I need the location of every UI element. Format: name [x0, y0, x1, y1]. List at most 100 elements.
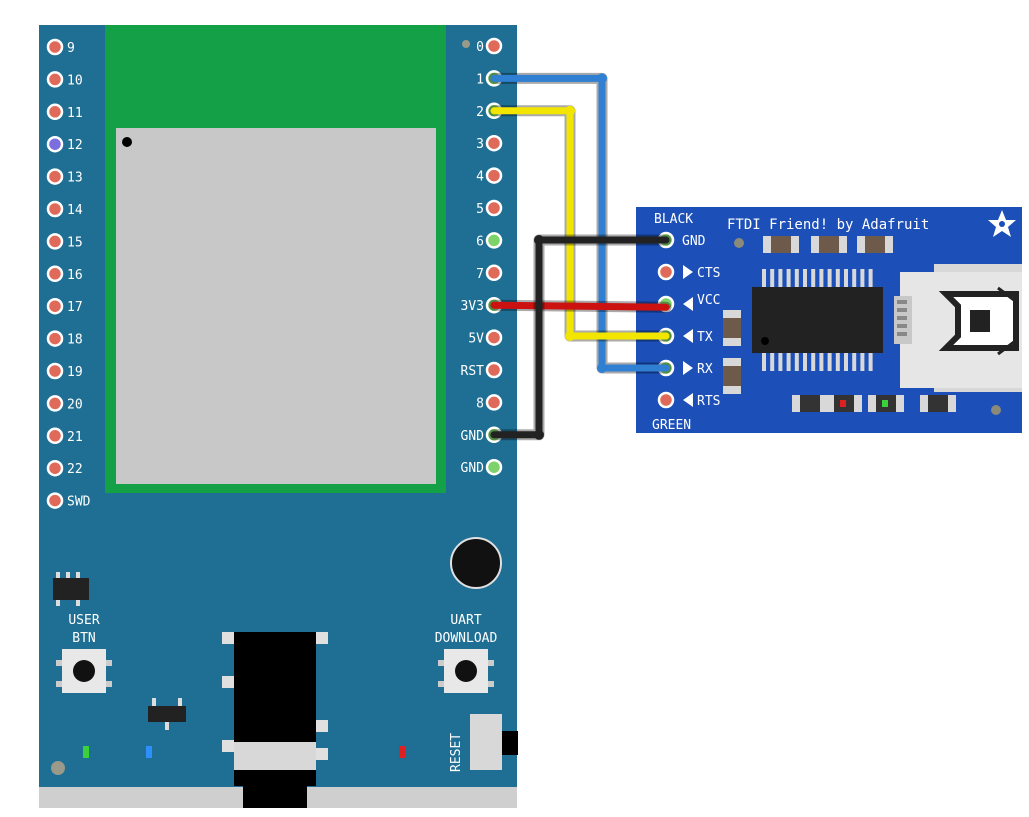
- pin-label: GND: [461, 461, 485, 476]
- pin-left-swd[interactable]: SWD: [46, 492, 91, 510]
- pin-right-8-11[interactable]: 8: [476, 394, 503, 411]
- pin-label: 0: [476, 40, 484, 55]
- pin-right-6-6[interactable]: 6: [476, 232, 503, 249]
- pin-left-10[interactable]: 10: [46, 71, 83, 88]
- mounting-hole: [51, 761, 65, 775]
- pin-label: 22: [67, 462, 83, 477]
- uart-label-line2: DOWNLOAD: [435, 631, 498, 646]
- ftdi-bottom-components: [792, 395, 956, 412]
- pin-left-13[interactable]: 13: [46, 168, 83, 186]
- pin-label: 18: [67, 333, 83, 348]
- radio-module-shield: [116, 128, 436, 484]
- ftdi-friend-board: BLACK FTDI Friend! by Adafruit GREEN: [636, 207, 1022, 433]
- reset-switch[interactable]: [470, 714, 518, 770]
- uart-label-line1: UART: [450, 613, 481, 628]
- pin-left-9[interactable]: 9: [46, 38, 75, 56]
- pin-label: 3V3: [461, 299, 484, 314]
- buzzer: [451, 538, 501, 588]
- led-blue: [146, 746, 152, 758]
- adafruit-flower-icon: [988, 210, 1016, 237]
- ftdi-top-label: BLACK: [654, 212, 693, 227]
- pin-direction-icon: [683, 329, 693, 343]
- pin-left-15[interactable]: 15: [46, 233, 83, 250]
- pin-right-7-7[interactable]: 7: [476, 264, 503, 282]
- pin-direction-icon: [683, 393, 693, 407]
- pin-right-0-0[interactable]: 0: [462, 37, 503, 55]
- pin-left-20[interactable]: 20: [46, 395, 83, 412]
- ftdi-bottom-label: GREEN: [652, 418, 691, 433]
- pin-left-17[interactable]: 17: [46, 297, 83, 315]
- reset-label: RESET: [449, 733, 464, 772]
- pin-right-4-4[interactable]: 4: [476, 167, 503, 185]
- pin-label: 7: [476, 267, 484, 282]
- pin-label: 14: [67, 203, 83, 218]
- ftdi-mount-hole-top: [734, 238, 744, 248]
- pin-right-5-5[interactable]: 5: [476, 199, 503, 217]
- wire-black: [488, 234, 672, 441]
- pin-left-21[interactable]: 21: [46, 427, 83, 445]
- wire-yellow: [488, 105, 672, 342]
- led-red: [399, 746, 405, 758]
- pin1-marker: [122, 137, 132, 147]
- pin-left-12[interactable]: 12: [46, 135, 83, 153]
- pin-left-16[interactable]: 16: [46, 265, 83, 283]
- pin-left-18[interactable]: 18: [46, 330, 83, 348]
- pin-label: 19: [67, 365, 83, 380]
- pin-label: 15: [67, 235, 83, 250]
- mini-usb-connector: [894, 264, 1022, 392]
- wires: [488, 72, 672, 441]
- mounting-dot: [462, 40, 470, 48]
- pin-right-3-3[interactable]: 3: [476, 134, 503, 152]
- pin-direction-icon: [683, 361, 693, 375]
- small-transistor: [148, 698, 186, 730]
- power-jack: [222, 632, 328, 808]
- user-btn-label-line2: BTN: [72, 631, 95, 646]
- pin-label: 17: [67, 300, 83, 315]
- pin-label: SWD: [67, 495, 91, 510]
- pin-label: 20: [67, 397, 83, 412]
- pin-label: GND: [461, 429, 485, 444]
- ftdi-chip: [752, 269, 883, 371]
- pin-label: 4: [476, 170, 484, 185]
- user-button[interactable]: [56, 649, 112, 693]
- pin-left-11[interactable]: 11: [46, 103, 83, 121]
- pin-label: 3: [476, 137, 484, 152]
- pin-label: RX: [697, 362, 713, 377]
- ftdi-title: FTDI Friend! by Adafruit: [727, 217, 929, 233]
- pin-label: 16: [67, 268, 83, 283]
- ftdi-pin-rts[interactable]: RTS: [657, 391, 720, 409]
- user-btn-label-line1: USER: [68, 613, 99, 628]
- pin-right-5v-9[interactable]: 5V: [468, 329, 503, 347]
- pin-left-14[interactable]: 14: [46, 200, 83, 218]
- wire-blue: [488, 72, 672, 374]
- ftdi-pin-cts[interactable]: CTS: [657, 263, 720, 281]
- pin-direction-icon: [683, 297, 693, 311]
- wire-red: [488, 299, 672, 313]
- pin-label: 6: [476, 234, 484, 249]
- led-green: [83, 746, 89, 758]
- pin-label: 9: [67, 41, 75, 56]
- small-chip-left: [53, 572, 89, 606]
- pin-right-gnd-13[interactable]: GND: [461, 458, 503, 476]
- pin-label: 5: [476, 202, 484, 217]
- uart-download-button[interactable]: [438, 649, 494, 693]
- pin-label: 13: [67, 171, 83, 186]
- pin-right-rst-10[interactable]: RST: [461, 361, 503, 379]
- ftdi-side-caps: [723, 310, 741, 394]
- pin-direction-icon: [683, 265, 693, 279]
- ftdi-top-components: [763, 236, 893, 253]
- pin-label: 5V: [468, 332, 484, 347]
- pin-label: 2: [476, 105, 484, 120]
- pin-label: 21: [67, 430, 83, 445]
- pin-label: RTS: [697, 394, 720, 409]
- pin-label: VCC: [697, 293, 720, 308]
- pin-left-19[interactable]: 19: [46, 362, 83, 380]
- buzzer-ring: [450, 537, 502, 589]
- pin-left-22[interactable]: 22: [46, 459, 83, 477]
- pin-label: RST: [461, 364, 485, 379]
- pin-label: GND: [682, 234, 706, 249]
- pin-label: TX: [697, 330, 713, 345]
